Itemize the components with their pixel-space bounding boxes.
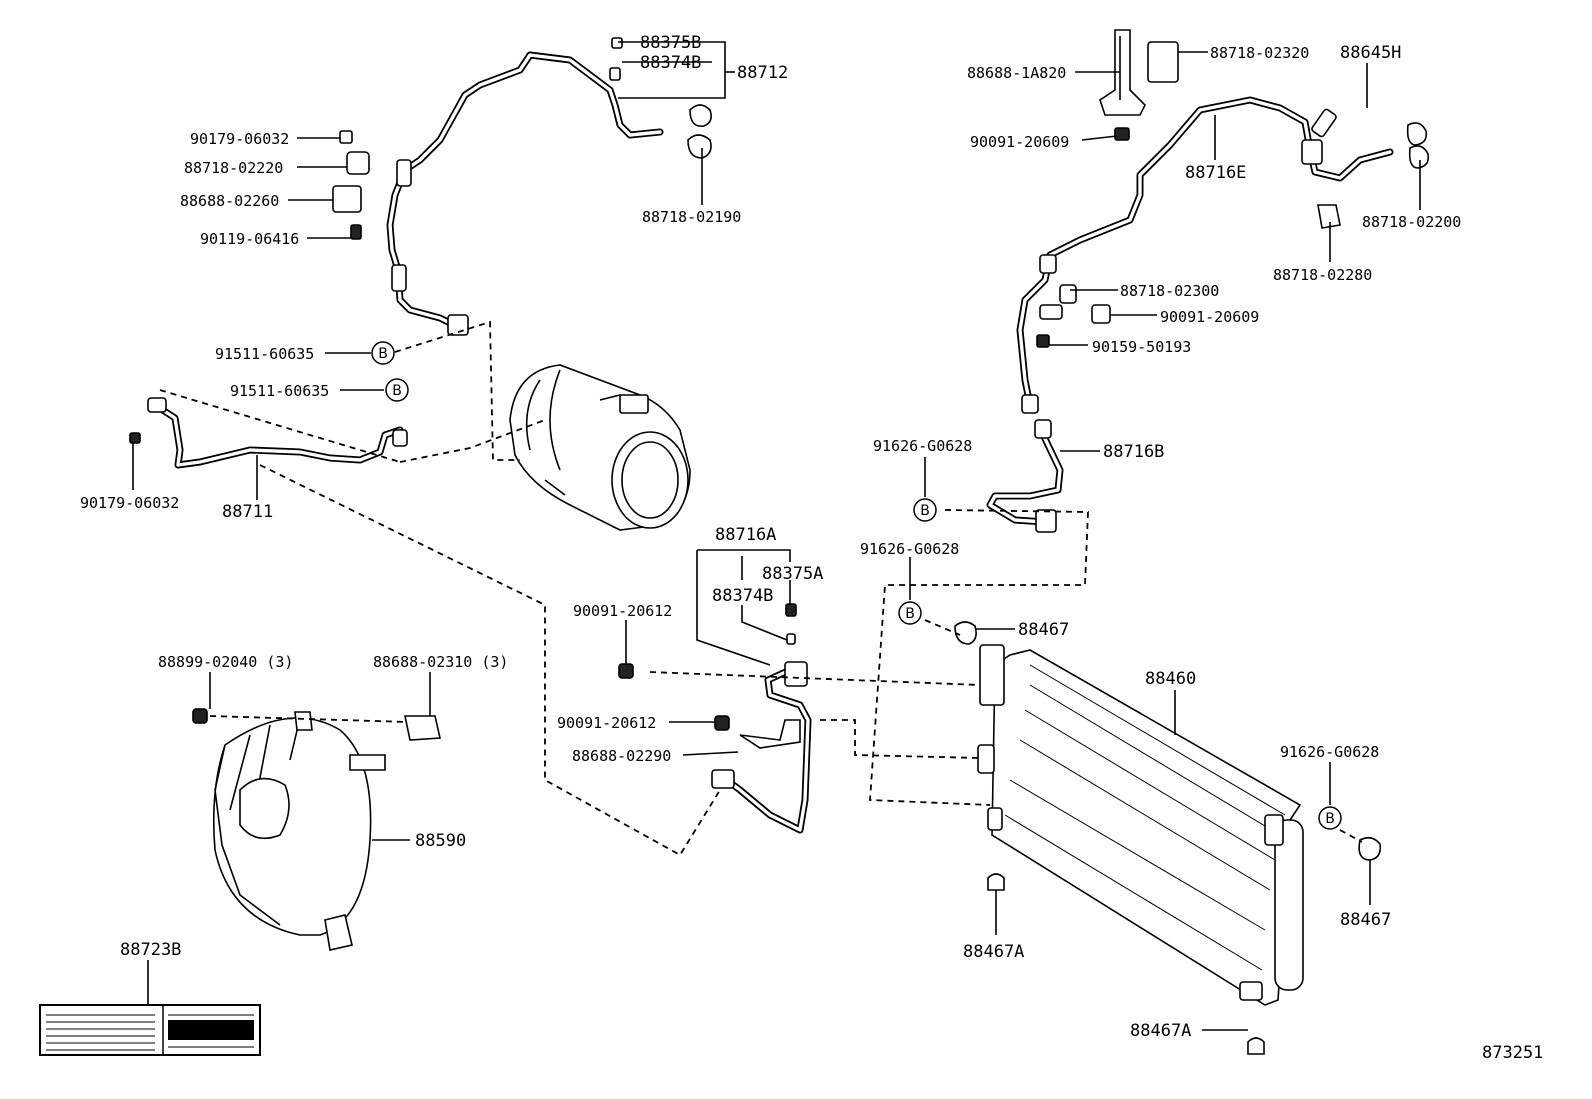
part-label: 88467A (963, 942, 1024, 962)
fan-88590 (192, 708, 441, 951)
hose-88716E (1016, 96, 1394, 414)
fitting-group-left (332, 104, 712, 240)
circle-b-markers: B B B B B (371, 341, 1342, 830)
part-label: 88711 (222, 502, 273, 522)
svg-text:B: B (920, 503, 930, 519)
part-label: 88375B (640, 33, 701, 53)
circle-b-marker: B (371, 341, 395, 365)
part-label: 88467 (1018, 620, 1069, 640)
part-label: 88688-02260 (180, 192, 279, 210)
part-label: 91511-60635 (230, 382, 329, 400)
part-label: 88718-02280 (1273, 266, 1372, 284)
part-label: 88688-02290 (572, 747, 671, 765)
part-label: 88716A (715, 525, 776, 545)
circle-b-marker: B (1318, 806, 1342, 830)
part-label: 88374B (640, 53, 701, 73)
part-label: 88467 (1340, 910, 1391, 930)
part-label: 88716B (1103, 442, 1164, 462)
compressor (509, 364, 691, 531)
part-label: 90091-20612 (557, 714, 656, 732)
part-label: 90179-06032 (190, 130, 289, 148)
part-label: 88718-02220 (184, 159, 283, 177)
part-label: 90119-06416 (200, 230, 299, 248)
hose-88716A (618, 603, 812, 834)
hose-88716B (986, 419, 1064, 533)
part-label: 88590 (415, 831, 466, 851)
part-label: 88467A (1130, 1021, 1191, 1041)
caution-label-88723B (39, 1004, 261, 1056)
leader-lines (132, 36, 1421, 1031)
svg-text:B: B (1325, 811, 1335, 827)
svg-text:B: B (378, 346, 388, 362)
hose-88712 (386, 37, 664, 336)
part-label: 88718-02320 (1210, 44, 1309, 62)
part-label: 88723B (120, 940, 181, 960)
part-label: 88899-02040 (3) (158, 653, 293, 671)
part-label: 88374B (712, 586, 773, 606)
svg-text:B: B (905, 606, 915, 622)
part-label: 90091-20609 (1160, 308, 1259, 326)
svg-text:B: B (392, 383, 402, 399)
circle-b-marker: B (385, 378, 409, 402)
part-label: 90159-50193 (1092, 338, 1191, 356)
part-label: 88460 (1145, 669, 1196, 689)
condenser-88460 (954, 621, 1382, 1055)
hose-88711 (129, 397, 408, 469)
part-label: 91626-G0628 (860, 540, 959, 558)
part-label: 91511-60635 (215, 345, 314, 363)
part-label: 88718-02300 (1120, 282, 1219, 300)
part-label: 88718-02190 (642, 208, 741, 226)
part-label: 91626-G0628 (873, 437, 972, 455)
part-label: 88688-02310 (3) (373, 653, 508, 671)
part-label: 90091-20609 (970, 133, 1069, 151)
part-label: 88688-1A820 (967, 64, 1066, 82)
diagram-number: 873251 (1482, 1043, 1543, 1063)
circle-b-marker: B (913, 498, 937, 522)
dashed-connections (159, 320, 1363, 857)
part-labels: 88375B 88374B 88712 88718-02190 90179-06… (80, 33, 1543, 1063)
part-label: 88645H (1340, 43, 1401, 63)
bracket-88688-1A820 (1036, 29, 1430, 348)
part-label: 91626-G0628 (1280, 743, 1379, 761)
part-label: 88718-02200 (1362, 213, 1461, 231)
circle-b-marker: B (898, 601, 922, 625)
part-label: 88375A (762, 564, 823, 584)
part-label: 88716E (1185, 163, 1246, 183)
part-label: 90179-06032 (80, 494, 179, 512)
part-label: 88712 (737, 63, 788, 83)
part-label: 90091-20612 (573, 602, 672, 620)
